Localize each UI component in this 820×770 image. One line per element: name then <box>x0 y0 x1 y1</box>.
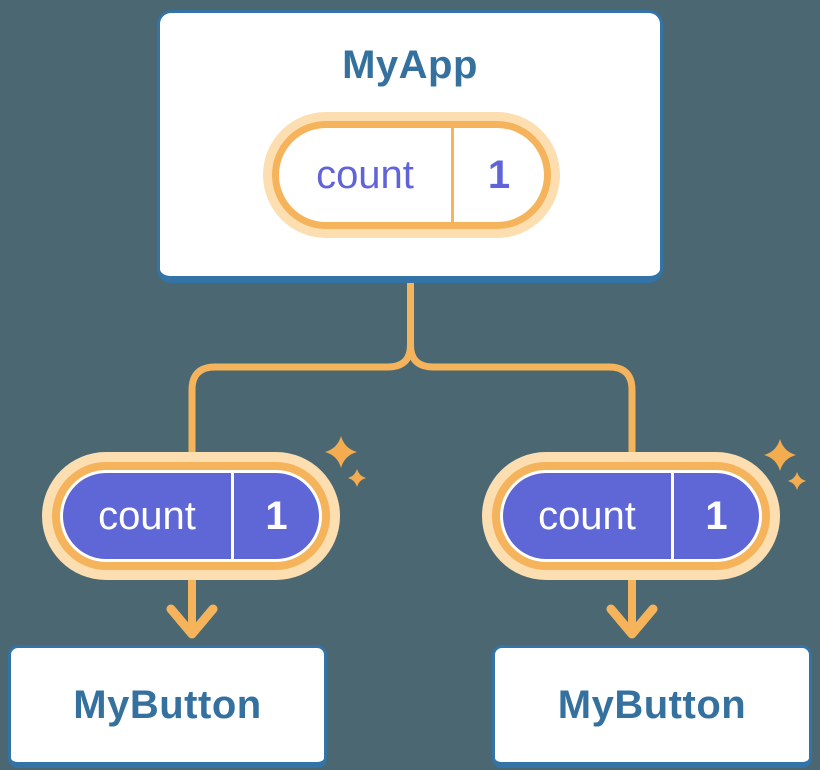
left-prop-value: 1 <box>265 493 288 538</box>
myapp-state-pill: count 1 <box>272 121 551 229</box>
right-prop-value-cell: 1 <box>674 473 759 559</box>
myapp-title: MyApp <box>342 43 478 87</box>
state-pill-value: 1 <box>487 152 511 197</box>
arrow-left-head-icon <box>166 604 218 639</box>
arrow-right-head-icon <box>606 604 658 639</box>
right-prop-pill: count 1 <box>500 470 762 562</box>
right-prop-value: 1 <box>705 493 728 538</box>
left-prop-pill: count 1 <box>60 470 322 562</box>
mybutton-left-title: MyButton <box>73 682 262 727</box>
state-pill-label-cell: count <box>279 128 451 222</box>
right-prop-label-cell: count <box>503 473 671 559</box>
myapp-card: MyApp <box>157 10 663 283</box>
state-pill-divider <box>451 128 454 222</box>
left-prop-label-cell: count <box>63 473 231 559</box>
left-prop-value-cell: 1 <box>234 473 319 559</box>
mybutton-card-right: MyButton <box>492 645 812 768</box>
mybutton-card-left: MyButton <box>8 645 327 768</box>
state-pill-value-cell: 1 <box>454 128 544 222</box>
left-prop-label: count <box>98 493 196 538</box>
sparkle-icon-right <box>764 439 806 490</box>
sparkle-icon-left <box>325 436 366 487</box>
connector-right-branch <box>407 283 636 456</box>
mybutton-right-title: MyButton <box>557 682 747 727</box>
left-prop-divider <box>231 473 234 559</box>
state-pill-label: count <box>316 152 414 197</box>
right-prop-divider <box>671 473 674 559</box>
right-prop-label: count <box>538 493 636 538</box>
connector-left-branch <box>188 283 414 456</box>
